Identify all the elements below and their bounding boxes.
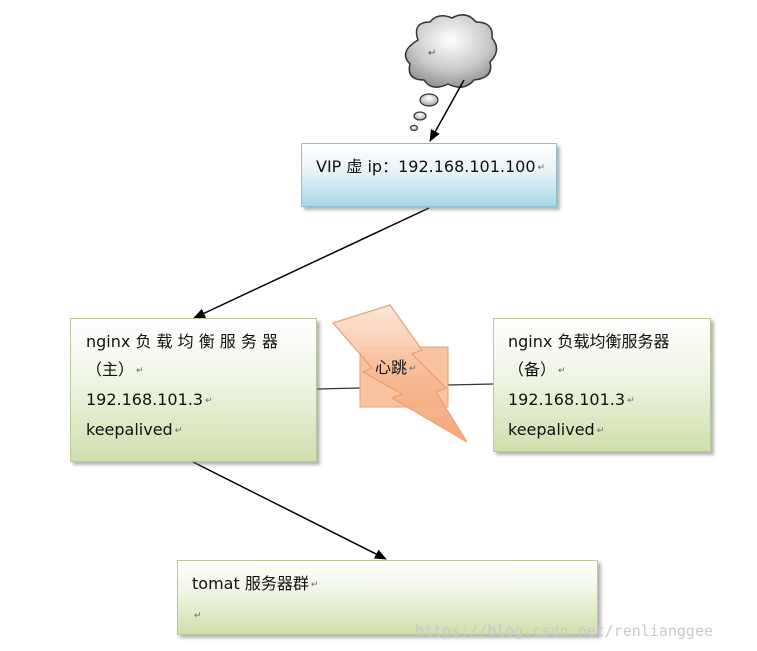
tomcat-cluster-box: tomat 服务器群↵ ↵ [177,560,598,635]
heartbeat-line-left [316,387,361,390]
return-mark: ↵ [174,425,183,436]
arrow-master-to-tomcat [192,461,387,560]
cloud-icon [404,14,498,132]
return-mark: ↵ [627,395,635,406]
backup-server-box: nginx 负载均衡服务器 （备）↵ 192.168.101.3↵ keepal… [493,318,711,452]
arrow-cloud-to-vip [429,79,465,142]
arrow-vip-to-master [193,207,430,319]
tomcat-label: tomat 服务器群 [192,574,309,593]
master-ip: 192.168.101.3 [86,390,204,409]
master-line1: nginx 负 载 均 衡 服 务 器 [86,332,278,351]
return-mark: ↵ [409,363,417,374]
vip-text: VIP 虚 ip：192.168.101.100 [316,157,536,176]
return-mark: ↵ [310,579,319,590]
return-mark: ↵ [194,610,202,621]
watermark: https://blog.csdn.net/renlianggee [415,622,714,640]
return-mark: ↵ [558,365,566,376]
master-keepalived: keepalived [86,420,173,439]
backup-ip: 192.168.101.3 [508,390,626,409]
vip-box: VIP 虚 ip：192.168.101.100↵ [301,143,557,207]
cloud-mark: ↵ [428,48,437,59]
backup-keepalived: keepalived [508,420,595,439]
return-mark: ↵ [136,365,144,376]
return-mark: ↵ [537,162,546,173]
master-server-box: nginx 负 载 均 衡 服 务 器 （主）↵ 192.168.101.3↵ … [70,318,317,462]
backup-line2: （备） [508,360,557,379]
backup-line1: nginx 负载均衡服务器 [508,332,670,351]
lightning-icon [331,304,468,443]
master-line2: （主） [86,360,135,379]
return-mark: ↵ [596,425,605,436]
return-mark: ↵ [205,395,213,406]
heartbeat-line-right [447,383,494,386]
heartbeat-label: 心跳 [375,358,408,377]
